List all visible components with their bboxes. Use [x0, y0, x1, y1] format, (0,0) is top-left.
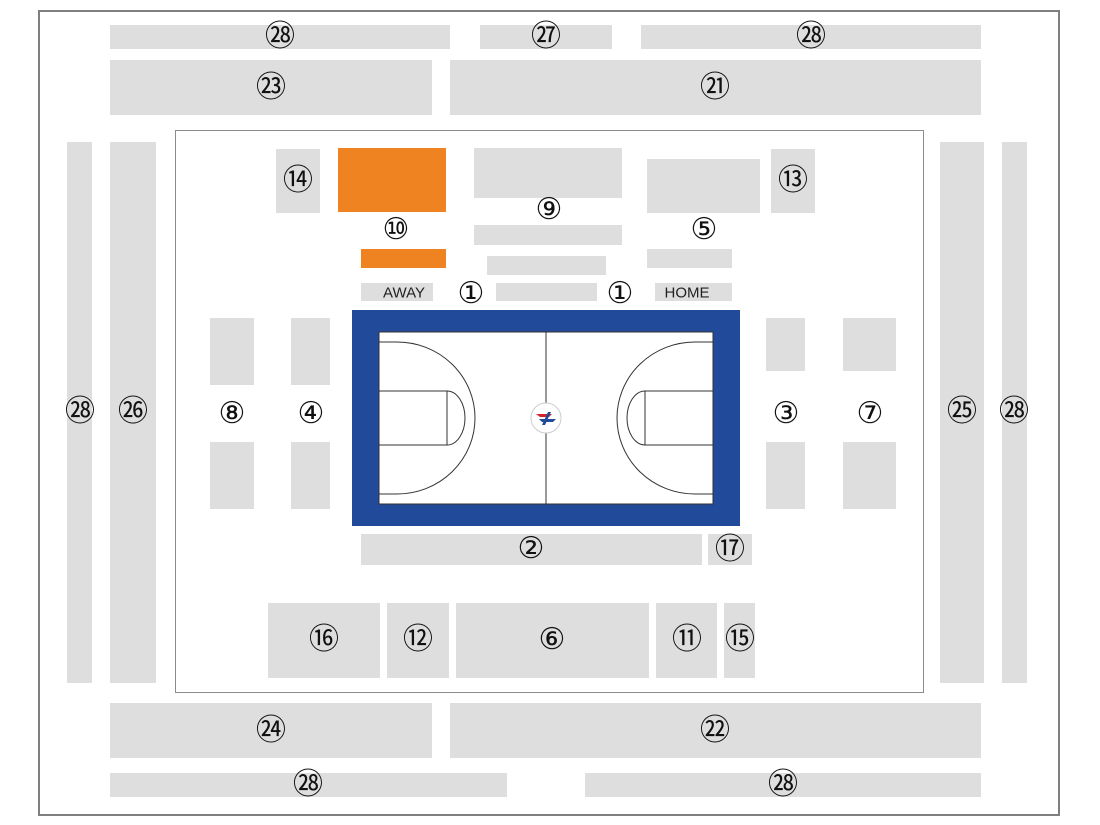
section-number-1-home: ①	[606, 276, 634, 311]
section-12[interactable]	[387, 603, 449, 678]
arena-floor-boundary	[175, 130, 924, 693]
section-28-right[interactable]	[1002, 142, 1027, 683]
section-number-27: ㉗	[531, 19, 561, 54]
section-9-upper[interactable]	[474, 148, 622, 198]
left-key	[378, 390, 448, 446]
section-number-12: ⑫	[403, 622, 433, 657]
section-2[interactable]	[361, 534, 702, 565]
section-10-highlight[interactable]	[338, 148, 446, 212]
section-28-bottom-right[interactable]	[585, 773, 981, 797]
venue-outer-frame	[38, 10, 1060, 816]
away-label: AWAY	[383, 284, 425, 302]
section-number-11: ⑪	[672, 622, 702, 657]
section-9-lower[interactable]	[474, 225, 622, 245]
section-number-5: ⑤	[690, 212, 718, 247]
section-number-23: ㉓	[256, 70, 286, 105]
section-number-22: ㉒	[700, 713, 730, 748]
section-number-14: ⑭	[283, 163, 313, 198]
section-8-lower[interactable]	[210, 442, 254, 509]
section-number-13: ⑬	[778, 163, 808, 198]
section-6[interactable]	[456, 603, 649, 678]
section-number-16: ⑯	[309, 622, 339, 657]
section-number-8: ⑧	[218, 396, 246, 431]
section-26[interactable]	[110, 142, 156, 683]
section-4-lower[interactable]	[291, 442, 330, 509]
section-16[interactable]	[268, 603, 380, 678]
section-3-lower[interactable]	[766, 442, 805, 509]
section-number-28-top-right: ㉘	[796, 19, 826, 54]
section-10-bench-highlight[interactable]	[361, 249, 446, 268]
section-28-top-left[interactable]	[110, 25, 450, 49]
section-number-28-bottom-left: ㉘	[293, 767, 323, 802]
section-number-9: ⑨	[535, 192, 563, 227]
left-free-throw-circle	[446, 390, 466, 446]
home-label: HOME	[664, 284, 710, 302]
section-number-4: ④	[297, 396, 325, 431]
section-21[interactable]	[450, 60, 981, 115]
right-free-throw-circle	[626, 390, 646, 446]
section-5-upper[interactable]	[647, 159, 760, 213]
section-27[interactable]	[480, 25, 612, 49]
section-number-3: ③	[772, 396, 800, 431]
section-number-28-top-left: ㉘	[265, 19, 295, 54]
away-bench[interactable]	[361, 283, 433, 301]
basketball-court	[352, 310, 740, 526]
section-14[interactable]	[276, 149, 320, 213]
right-key	[644, 390, 714, 446]
scorer-table[interactable]	[487, 256, 606, 275]
section-number-6: ⑥	[538, 622, 566, 657]
left-three-point-line	[379, 341, 476, 495]
section-7-upper[interactable]	[843, 318, 896, 371]
section-15[interactable]	[724, 603, 755, 678]
section-number-17: ⑰	[715, 532, 745, 567]
section-1-center[interactable]	[496, 283, 597, 301]
section-number-24: ㉔	[256, 713, 286, 748]
section-25[interactable]	[940, 142, 984, 683]
section-number-28-right: ㉘	[999, 394, 1029, 429]
section-number-7: ⑦	[856, 396, 884, 431]
center-logo-icon	[530, 402, 562, 434]
section-number-21: ㉑	[700, 70, 730, 105]
section-28-left[interactable]	[67, 142, 92, 683]
section-number-10: ⑩	[382, 212, 410, 247]
right-three-point-line	[616, 341, 713, 495]
section-number-26: ㉖	[118, 394, 148, 429]
section-8-upper[interactable]	[210, 318, 254, 385]
section-number-1-away: ①	[457, 276, 485, 311]
section-17[interactable]	[708, 534, 752, 565]
section-number-15: ⑮	[725, 622, 755, 657]
home-bench[interactable]	[655, 283, 732, 301]
section-number-28-bottom-right: ㉘	[768, 767, 798, 802]
section-3-upper[interactable]	[766, 318, 805, 371]
section-11[interactable]	[656, 603, 717, 678]
section-23[interactable]	[110, 60, 432, 115]
section-4-upper[interactable]	[291, 318, 330, 385]
section-7-lower[interactable]	[843, 442, 896, 509]
section-number-25: ㉕	[947, 394, 977, 429]
section-5-lower[interactable]	[647, 249, 732, 268]
section-28-bottom-left[interactable]	[110, 773, 507, 797]
section-13[interactable]	[771, 149, 815, 213]
section-24[interactable]	[110, 703, 432, 758]
section-22[interactable]	[450, 703, 981, 758]
section-28-top-right[interactable]	[641, 25, 981, 49]
section-number-2: ②	[517, 531, 545, 566]
section-number-28-left: ㉘	[65, 394, 95, 429]
